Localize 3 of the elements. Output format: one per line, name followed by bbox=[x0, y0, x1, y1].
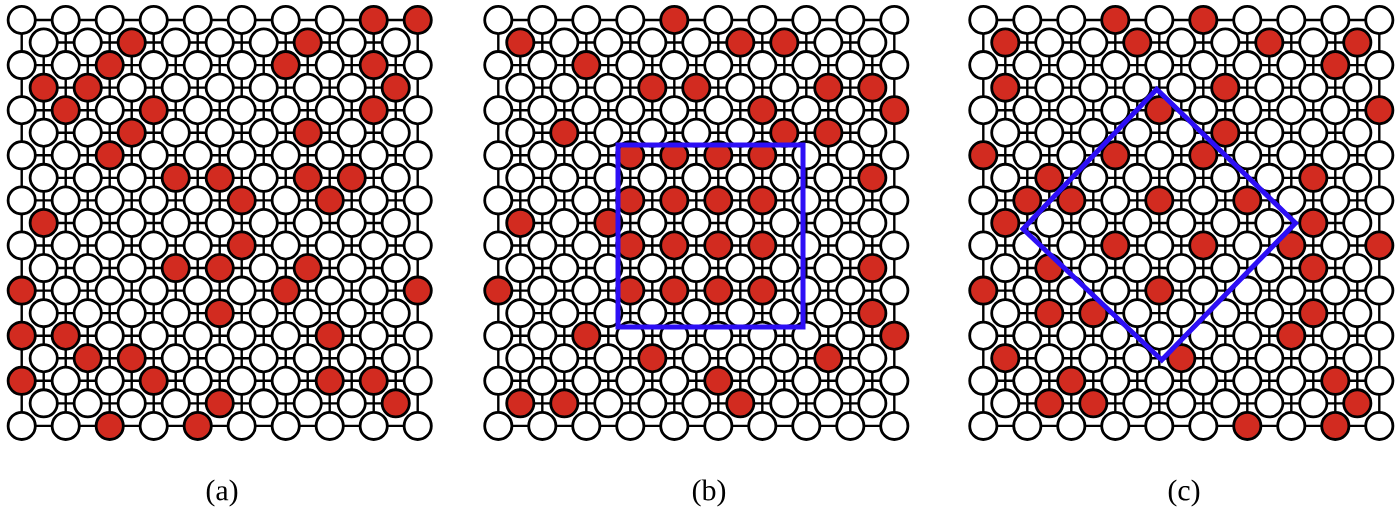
panel-label: (a) bbox=[206, 479, 238, 507]
panel-label: (c) bbox=[1168, 479, 1200, 507]
panel-label: (b) bbox=[692, 479, 726, 507]
